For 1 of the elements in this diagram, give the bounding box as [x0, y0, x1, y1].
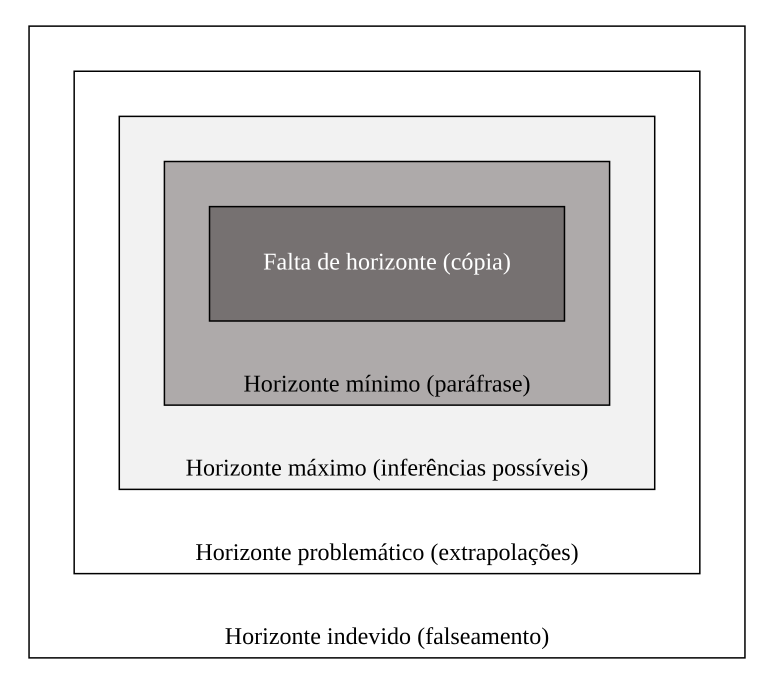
- node-box: Falta de horizonte (cópia): [208, 206, 566, 322]
